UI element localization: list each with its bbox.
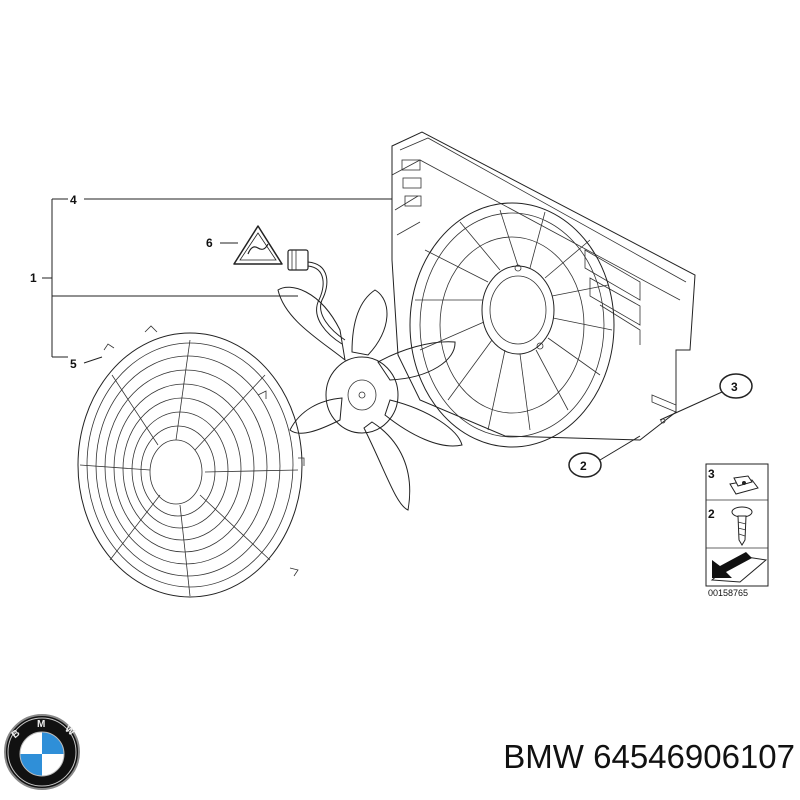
legend-row-3: 3 (708, 467, 715, 481)
callout-3: 3 (731, 380, 738, 394)
fan-impeller (277, 286, 463, 511)
fan-connector (287, 249, 346, 345)
callout-5: 5 (70, 357, 77, 371)
warning-label-icon (233, 225, 283, 265)
callout-4: 4 (70, 193, 77, 207)
legend-row-2: 2 (708, 507, 715, 521)
diagram-code: 00158765 (708, 588, 748, 598)
svg-text:M: M (37, 719, 45, 730)
parts-legend: 3 2 00158765 (705, 463, 769, 598)
callout-1: 1 (30, 271, 37, 285)
callout-3-marker: 3 (659, 373, 753, 421)
assembly-bracket (42, 198, 392, 364)
callout-2: 2 (580, 459, 587, 473)
part-number-caption: BMW 64546906107 (503, 738, 795, 775)
fan-guard (77, 325, 305, 598)
bmw-logo-icon: B M W (4, 714, 80, 790)
callout-6: 6 (206, 236, 213, 250)
clip-nut-icon (729, 475, 759, 495)
screw-icon (731, 506, 753, 546)
callout-2-marker: 2 (568, 435, 641, 478)
fan-shroud (391, 131, 696, 448)
direction-arrow-icon (710, 552, 768, 583)
